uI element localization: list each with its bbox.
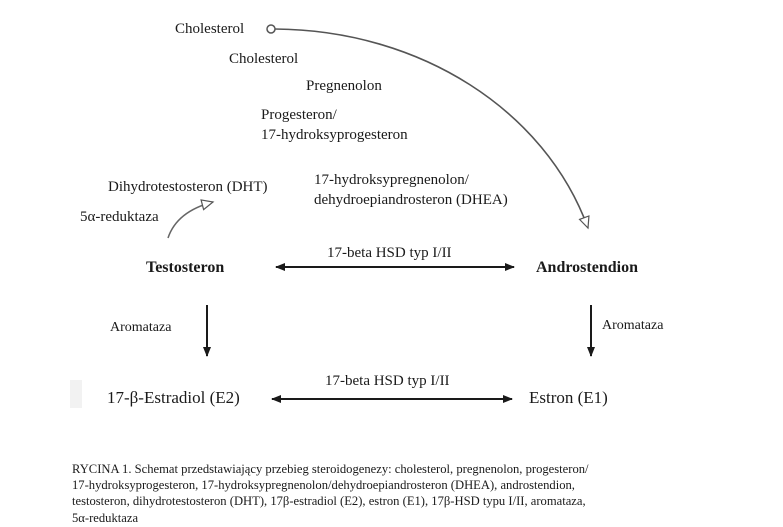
aromataza-right-label: Aromataza xyxy=(602,318,664,333)
progesteron-label-line1: Progesteron/ xyxy=(261,107,337,123)
testosteron-to-dht-arrow xyxy=(167,199,215,239)
cholesterol-to-androstendion-arrow xyxy=(274,28,590,230)
hsd-bottom-label: 17-beta HSD typ I/II xyxy=(325,373,450,389)
caption-line-4: 5α-reduktaza xyxy=(72,510,139,525)
androstendion-label: Androstendion xyxy=(536,259,638,276)
progesteron-label-line2: 17-hydroksyprogesteron xyxy=(261,127,408,143)
curve-start-circle xyxy=(266,24,276,34)
pregnenolon-label: Pregnenolon xyxy=(306,78,382,94)
reduktaza-label: 5α-reduktaza xyxy=(80,209,159,225)
scan-artifact xyxy=(70,380,82,408)
dht-label: Dihydrotestosteron (DHT) xyxy=(108,179,268,195)
caption-line-1: RYCINA 1. Schemat przedstawiający przebi… xyxy=(72,462,589,476)
caption-line-2: 17-hydroksyprogesteron, 17-hydroksypregn… xyxy=(72,478,575,493)
cholesterol-start-label: Cholesterol xyxy=(175,21,245,37)
testosteron-label: Testosteron xyxy=(146,259,225,276)
figure-caption: RYCINA 1. Schemat przedstawiający przebi… xyxy=(72,461,712,526)
estron-label: Estron (E1) xyxy=(529,388,608,407)
hydroxypregnenolon-label-line1: 17-hydroksypregnenolon/ xyxy=(314,172,469,188)
cholesterol-label: Cholesterol xyxy=(229,51,299,67)
caption-line-3: testosteron, dihydrotestosteron (DHT), 1… xyxy=(72,494,586,509)
estradiol-label: 17-β-Estradiol (E2) xyxy=(107,388,240,407)
aromataza-left-label: Aromataza xyxy=(110,320,172,335)
hydroxypregnenolon-label-line2: dehydroepiandrosteron (DHEA) xyxy=(314,192,508,208)
hsd-top-label: 17-beta HSD typ I/II xyxy=(327,245,452,261)
